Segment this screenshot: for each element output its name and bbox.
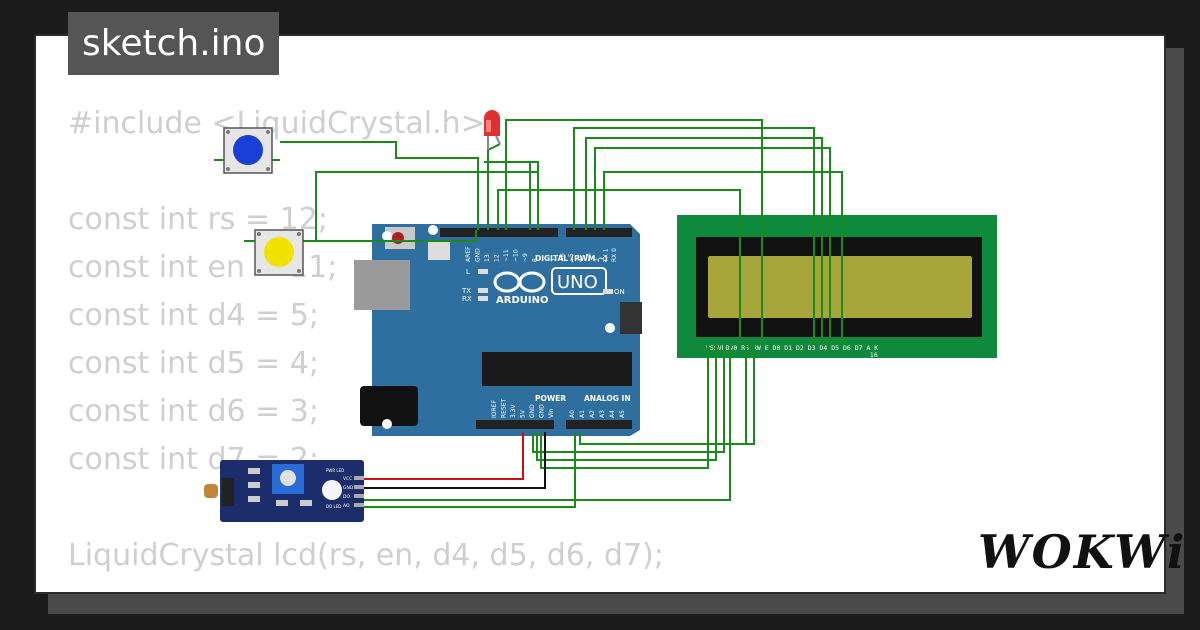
wire-red xyxy=(360,432,524,480)
on-label: ON xyxy=(614,288,625,296)
power-jack xyxy=(360,386,418,426)
pin-label: A4 xyxy=(609,410,616,418)
yellow-pushbutton[interactable] xyxy=(254,229,304,276)
sketch-title: sketch.ino xyxy=(68,12,280,75)
sensor-ao-label: AO xyxy=(343,503,350,509)
led-rx-label: RX xyxy=(462,295,472,303)
digital-header-label: DIGITAL (PWM ~) xyxy=(535,254,608,263)
microcontroller-chip xyxy=(482,352,632,386)
pin-label: Vin xyxy=(548,408,555,418)
code-line-d5: const int d5 = 4; xyxy=(68,346,319,381)
wire-black xyxy=(360,432,546,489)
sensor-do-label: DO xyxy=(343,494,350,500)
pin-label: A3 xyxy=(599,410,606,418)
pin-label: ~5 xyxy=(568,253,575,262)
code-line-lcd: LiquidCrystal lcd(rs, en, d4, d5, d6, d7… xyxy=(68,538,664,573)
pin-label: 5V xyxy=(520,409,527,418)
pin-label: ~3 xyxy=(585,253,592,262)
lcd-pin-number: 16 xyxy=(870,352,878,359)
sensor-vcc-label: VCC xyxy=(343,476,352,482)
pin-label: GND xyxy=(539,404,546,418)
pin-label: A0 xyxy=(569,410,576,418)
pin-label: RX 0 xyxy=(611,248,618,262)
pin-label: ~11 xyxy=(503,249,510,262)
board-brand: ARDUINO xyxy=(496,295,548,306)
blue-pushbutton[interactable] xyxy=(223,127,273,174)
red-led[interactable] xyxy=(484,110,501,150)
pin-label: TX 1 xyxy=(603,248,610,263)
pin-label: 3.3V xyxy=(510,403,517,418)
pin-label: 12 xyxy=(494,254,501,262)
pin-label: ~10 xyxy=(513,249,520,262)
pin-label: A5 xyxy=(619,410,626,418)
pin-label: AREF xyxy=(465,246,472,262)
reset-button xyxy=(392,232,404,244)
pin-label: GND xyxy=(529,404,536,418)
pin-label: 2 xyxy=(594,258,601,262)
pin-label: ~9 xyxy=(522,253,529,262)
pin-label: A1 xyxy=(579,410,586,418)
arduino-uno-board[interactable]: UNO ARDUINO DIGITAL (PWM ~) POWER ANALOG… xyxy=(354,224,642,436)
pin-label: A2 xyxy=(589,410,596,418)
pin-label: ~6 xyxy=(560,253,567,262)
sensor-do-led-label: DO LED xyxy=(326,504,341,509)
led-l-label: L xyxy=(466,268,470,276)
pin-label: 13 xyxy=(484,254,491,262)
code-line-d6: const int d6 = 3; xyxy=(68,394,319,429)
pin-label: 8 xyxy=(532,258,539,262)
usb-port xyxy=(354,260,410,310)
pin-label: IOREF xyxy=(491,400,498,418)
pin-label: RESET xyxy=(501,398,508,418)
code-line-d4: const int d4 = 5; xyxy=(68,298,319,333)
sensor-pwr-led-label: PWR LED xyxy=(326,468,344,473)
board-model: UNO xyxy=(557,272,598,293)
led-tx-label: TX xyxy=(461,287,471,295)
lcd-display[interactable]: VSSVDDV0 RS RW E D0 D1 D2 D3 D4 D5 D6 D7… xyxy=(677,215,997,359)
analog-header-label: ANALOG IN xyxy=(584,394,631,403)
pin-label: GND xyxy=(475,248,482,262)
wokwi-logo: WOKWi xyxy=(978,525,1187,579)
lcd-pin-labels: VSSVDDV0 RS RW E D0 D1 D2 D3 D4 D5 D6 D7… xyxy=(706,344,878,352)
sensor-gnd-label: GND xyxy=(343,485,354,491)
pin-label: 7 xyxy=(551,258,558,262)
pin-label: 4 xyxy=(577,258,584,262)
power-header-label: POWER xyxy=(535,394,566,403)
photoresistor-module[interactable]: PWR LED DO LED VCC GND DO AO xyxy=(204,460,364,522)
